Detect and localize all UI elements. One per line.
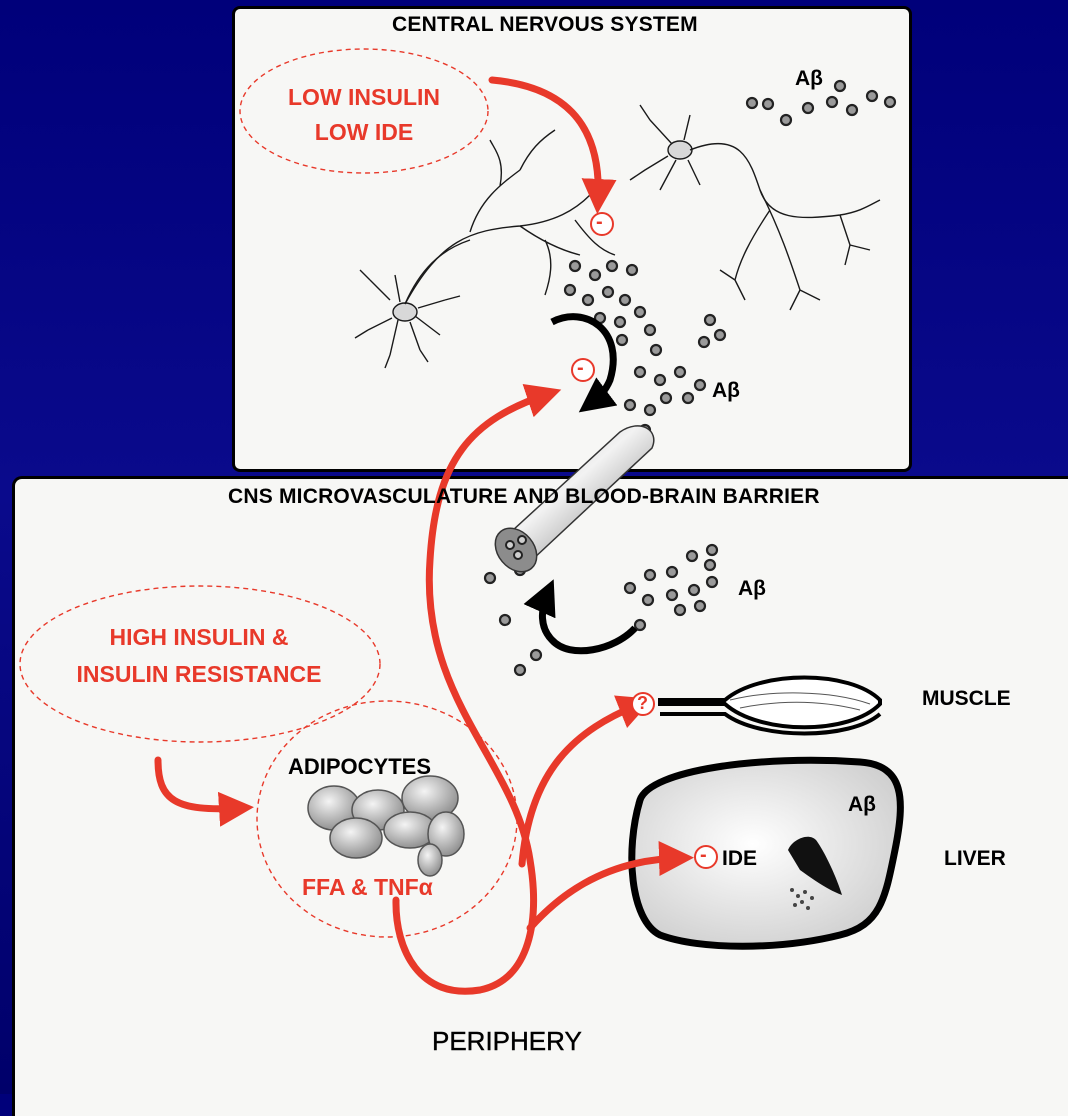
inhibit-marker-vessel: - — [577, 358, 584, 378]
abeta-label-cns: Aβ — [795, 68, 823, 89]
muscle-label: MUSCLE — [922, 688, 1011, 709]
adipocytes-label: ADIPOCYTES — [288, 756, 431, 778]
abeta-label-periphery: Aβ — [738, 578, 766, 599]
adipocyte-factors-label: FFA & TNFα — [302, 876, 433, 899]
bbb-title: CNS MICROVASCULATURE AND BLOOD-BRAIN BAR… — [228, 486, 820, 507]
neuron-left — [355, 130, 615, 368]
cns-condition-line2: LOW IDE — [254, 121, 474, 144]
muscle-shape — [660, 678, 880, 734]
cns-title: CENTRAL NERVOUS SYSTEM — [392, 14, 698, 35]
ide-label: IDE — [722, 848, 757, 869]
cns-condition-line1: LOW INSULIN — [254, 86, 474, 109]
periphery-title: PERIPHERY — [432, 1028, 582, 1054]
neuron-right — [630, 105, 880, 310]
cns-condition: LOW INSULIN LOW IDE — [254, 86, 474, 144]
abeta-label-bbb: Aβ — [712, 380, 740, 401]
inhibit-marker-cns: - — [596, 212, 603, 232]
periphery-condition: HIGH INSULIN & INSULIN RESISTANCE — [16, 626, 382, 686]
adipocytes — [308, 776, 464, 876]
periphery-condition-line2: INSULIN RESISTANCE — [16, 663, 382, 686]
unknown-marker-muscle: ? — [637, 694, 648, 712]
abeta-label-liver: Aβ — [848, 794, 876, 815]
liver-label: LIVER — [944, 848, 1006, 869]
liver-shape — [632, 760, 901, 946]
periphery-condition-line1: HIGH INSULIN & — [16, 626, 382, 649]
inhibit-marker-liver: - — [700, 845, 707, 865]
